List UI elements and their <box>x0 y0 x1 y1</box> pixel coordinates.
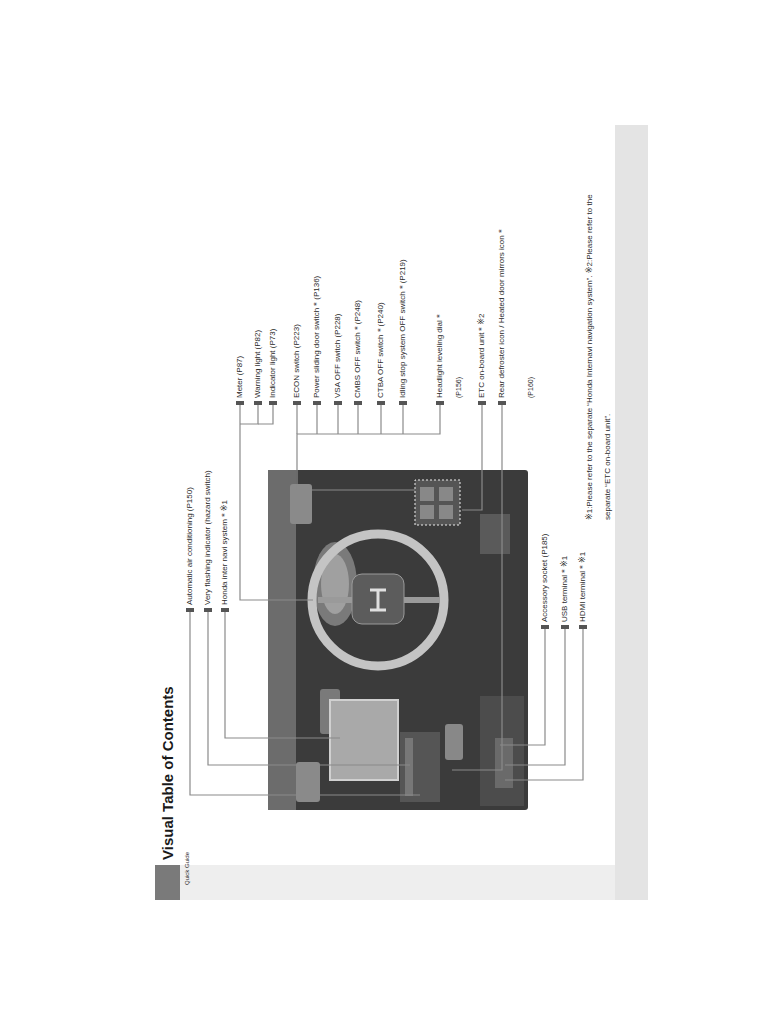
side-band <box>615 125 648 900</box>
label-bar <box>377 401 385 405</box>
part-label: Accessory socket (P185) <box>540 534 550 622</box>
section-tab <box>155 865 180 900</box>
part-label: Power sliding door switch＊(P136) <box>312 276 322 398</box>
climate-panel <box>400 732 440 802</box>
section-name: Quick Guide <box>183 852 191 885</box>
leader-line <box>505 629 583 780</box>
shift-lever <box>445 724 463 760</box>
leader-line <box>240 405 258 424</box>
label-bar <box>579 625 587 629</box>
label-bar <box>541 625 549 629</box>
label-bar <box>236 401 244 405</box>
label-bar <box>204 608 212 612</box>
label-bar <box>221 608 229 612</box>
part-label: ETC on-board unit＊※2 <box>477 313 487 398</box>
part-label: Meter (P87) <box>235 356 245 398</box>
page-title: Visual Table of Contents <box>159 686 177 860</box>
wheel-spoke <box>404 597 440 603</box>
leader-line <box>258 405 273 424</box>
part-label: Warning light (P82) <box>253 330 263 398</box>
part-label: VSA OFF switch (P228) <box>333 314 343 398</box>
page-reference: (P156) <box>454 377 463 398</box>
label-bar <box>399 401 407 405</box>
leader-line <box>190 612 420 795</box>
honda-logo <box>370 590 386 610</box>
switch <box>439 505 453 519</box>
part-label: Idling stop system OFF switch＊(P219) <box>398 259 408 398</box>
lower-panel <box>480 514 510 554</box>
leader-line <box>357 405 358 434</box>
wheel-spoke <box>318 597 352 603</box>
leader-line <box>225 612 340 738</box>
switch <box>439 487 453 501</box>
part-label: Automatic air conditioning (P150) <box>185 487 195 605</box>
switch <box>420 505 434 519</box>
leader-line <box>297 405 440 490</box>
leader-line <box>380 405 381 434</box>
footnote: ※1:Please refer to the separate “Honda I… <box>581 175 617 520</box>
part-label: ECON switch (P223) <box>292 324 302 398</box>
label-bar <box>313 401 321 405</box>
label-bar <box>436 401 444 405</box>
label-bar <box>498 401 506 405</box>
leader-line <box>208 612 410 765</box>
navi-screen <box>330 700 398 780</box>
label-bar <box>561 625 569 629</box>
part-label: HDMI terminal＊※1 <box>578 552 588 622</box>
bottom-band <box>180 865 615 900</box>
switch <box>420 487 434 501</box>
leader-line <box>402 405 403 434</box>
climate-buttons <box>405 738 413 796</box>
leader-line <box>296 405 297 434</box>
page-reference: (P160) <box>526 377 535 398</box>
switch-panel <box>415 480 460 525</box>
wheel-hub <box>352 574 404 624</box>
label-bar <box>254 401 262 405</box>
part-label: USB terminal＊※1 <box>560 556 570 622</box>
leader-line <box>505 629 565 765</box>
part-label: Honda inter navi system＊※1 <box>220 500 230 605</box>
leader-line <box>316 405 317 434</box>
part-label: Indicator light (P73) <box>268 329 278 398</box>
part-label: Very flashing indicator (hazard switch) <box>203 470 213 605</box>
label-bar <box>478 401 486 405</box>
part-label: Rear defroster icon / Heated door mirror… <box>497 227 507 398</box>
dashboard-photo <box>268 470 528 810</box>
steering-wheel <box>312 534 444 666</box>
leader-line <box>452 405 502 770</box>
label-bar <box>334 401 342 405</box>
label-bar <box>269 401 277 405</box>
leader-line <box>462 405 482 510</box>
label-bar <box>293 401 301 405</box>
part-label: CTBA OFF switch＊(P240) <box>376 302 386 398</box>
air-vent <box>296 762 320 802</box>
label-bar <box>186 608 194 612</box>
part-label: Headlight leveling dial＊ <box>435 312 445 398</box>
leader-line <box>337 405 338 434</box>
label-bar <box>354 401 362 405</box>
part-label: CMBS OFF switch＊(P248) <box>353 300 363 398</box>
leader-line <box>500 629 545 745</box>
